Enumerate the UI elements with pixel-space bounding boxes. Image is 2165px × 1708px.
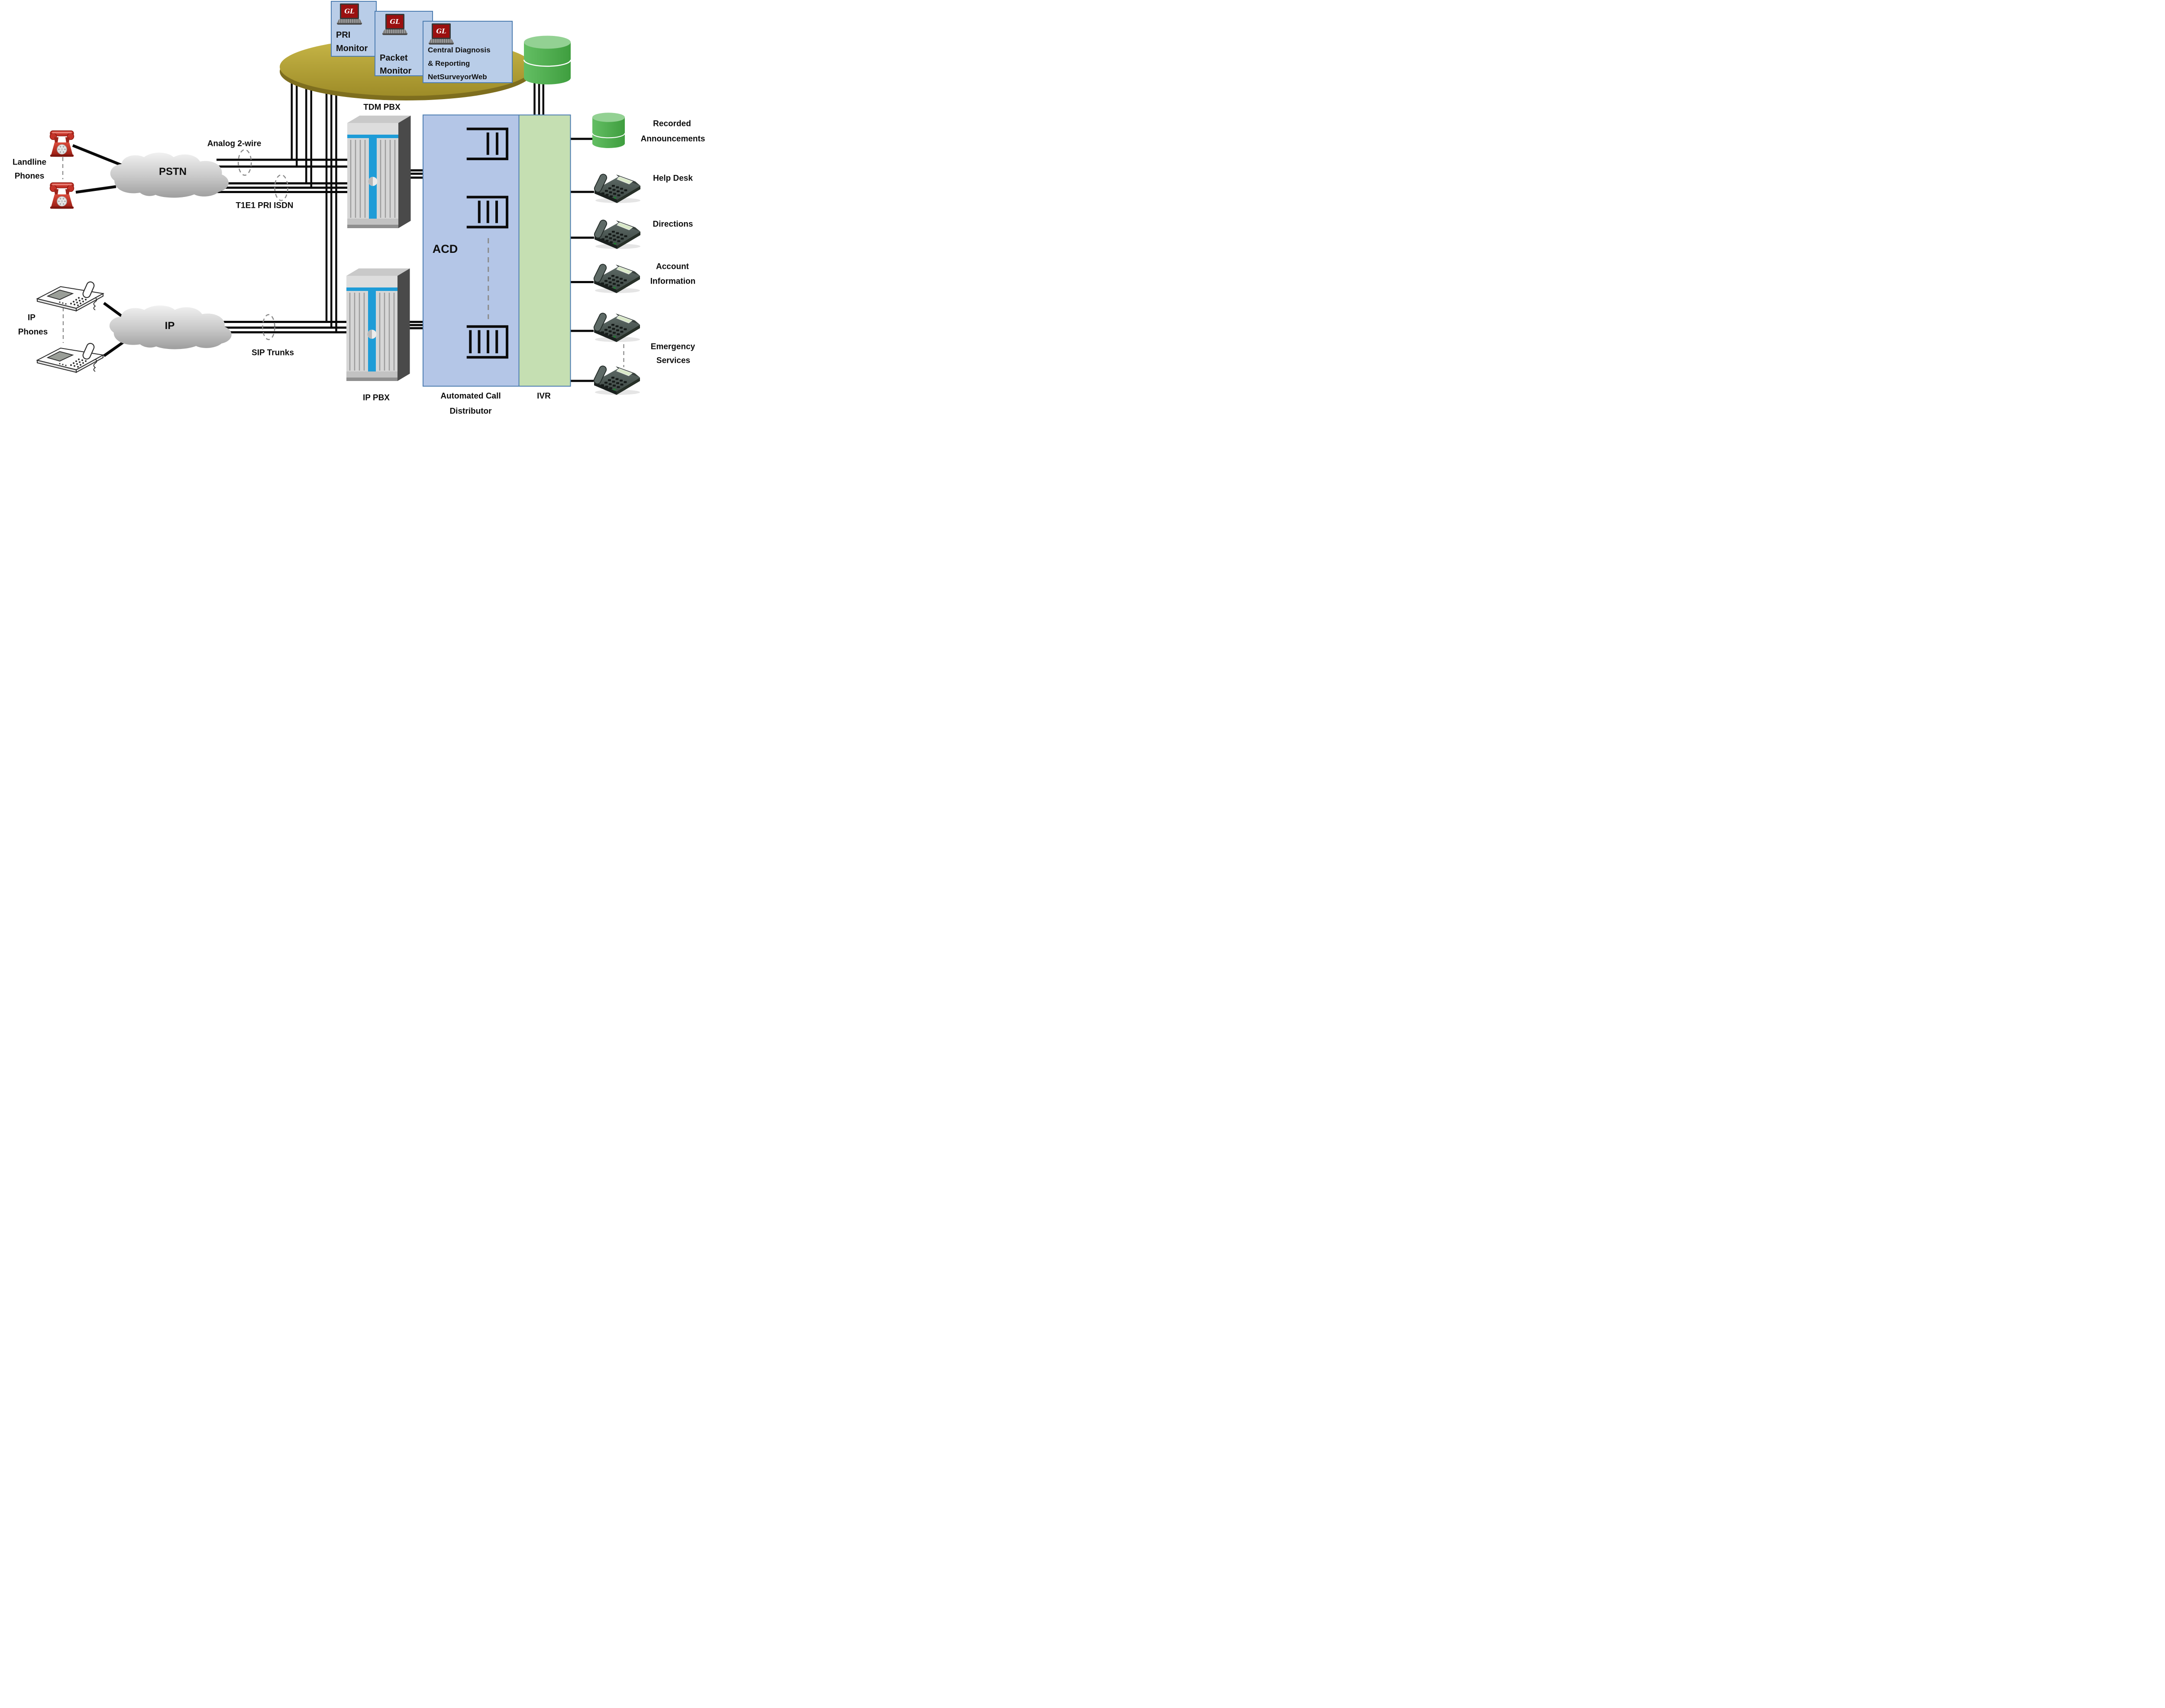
central-database-icon <box>523 36 572 84</box>
gl-laptop-icon: GL <box>429 23 454 45</box>
dashed-connectors <box>62 157 624 367</box>
help-desk-label: Help Desk <box>653 174 693 183</box>
tdm-pbx-label: TDM PBX <box>363 103 401 112</box>
ip-phones-label-line1: IP <box>28 313 36 323</box>
help-desk-phone <box>593 172 641 203</box>
queue-icon-1 <box>466 127 508 160</box>
acd-label: ACD <box>432 242 458 256</box>
directions-label: Directions <box>653 220 693 229</box>
pstn-cloud-label: PSTN <box>158 165 187 178</box>
gl-logo: GL <box>390 18 400 26</box>
landline-phone-2 <box>49 182 74 210</box>
pri-monitor-label-line2: Monitor <box>336 44 368 53</box>
queue-icon-3 <box>466 325 508 359</box>
packet-monitor-label-line1: Packet <box>380 53 408 63</box>
access-wires <box>72 144 129 357</box>
ippbx-to-acd-lines <box>409 321 424 329</box>
tdm-to-acd-lines <box>410 169 424 179</box>
landline-phones-label-line2: Phones <box>14 171 45 181</box>
gl-logo: GL <box>344 7 355 15</box>
central-diagnosis-label-line2: & Reporting <box>428 59 470 68</box>
ivr-box <box>518 114 571 387</box>
landline2-to-pstn <box>75 185 116 194</box>
ip-pbx-tower <box>346 268 410 382</box>
acd-caption-line2: Distributor <box>449 407 492 416</box>
tdm-pbx-tower <box>346 115 411 229</box>
ip-phone-2 <box>36 342 104 373</box>
ip-phone-1 <box>36 280 104 312</box>
account-phone <box>592 262 640 294</box>
sip-trunks-label: SIP Trunks <box>252 348 294 358</box>
gl-laptop-icon: GL <box>382 14 407 35</box>
landline-phone-1 <box>49 130 74 158</box>
central-diagnosis-label-line3: NetSurveyorWeb <box>428 73 487 81</box>
ivr-label: IVR <box>537 391 551 401</box>
landline-phones-label-line1: Landline <box>12 158 47 167</box>
emergency-label-line2: Services <box>656 356 691 365</box>
account-label-line2: Information <box>650 277 696 286</box>
pri-monitor-box: GL PRI Monitor <box>331 1 377 57</box>
acd-caption-line1: Automated Call <box>440 391 501 401</box>
t1e1-pri-isdn-lines <box>215 182 349 193</box>
recorded-announcements-db-icon <box>592 113 625 148</box>
emergency-phone-2 <box>592 364 640 395</box>
emergency-phone-1 <box>592 311 640 342</box>
t1e1-pri-isdn-label: T1E1 PRI ISDN <box>236 201 294 210</box>
gl-logo: GL <box>436 27 446 35</box>
central-diagnosis-box: GL Central Diagnosis & Reporting NetSurv… <box>423 21 513 83</box>
directions-phone <box>593 218 641 249</box>
packet-monitor-label-line2: Monitor <box>380 66 412 76</box>
recorded-announcements-label-line2: Announcements <box>640 134 705 144</box>
analog-2wire-label: Analog 2-wire <box>207 139 262 149</box>
sip-link-marker <box>262 314 275 340</box>
recorded-announcements-label-line1: Recorded <box>653 119 691 129</box>
gl-laptop-icon: GL <box>337 3 362 25</box>
ip-phones-label-line2: Phones <box>18 327 48 337</box>
trunk-wires <box>215 58 594 382</box>
link-marker-ellipses <box>238 149 288 340</box>
diagram-graphics <box>36 36 641 395</box>
ip-pbx-label: IP PBX <box>363 393 390 403</box>
t1e1-link-marker <box>274 174 288 201</box>
emergency-label-line1: Emergency <box>650 342 695 352</box>
analog-link-marker <box>238 149 252 176</box>
analog-2wire-lines <box>216 158 349 168</box>
pri-monitor-label-line1: PRI <box>336 30 351 40</box>
monitor-tap-wires <box>291 82 544 333</box>
queue-icon-2 <box>466 196 508 229</box>
call-center-monitoring-diagram: GL PRI Monitor GL Packet Monitor GL Cent… <box>0 0 723 427</box>
account-label-line1: Account <box>656 262 689 271</box>
central-diagnosis-label-line1: Central Diagnosis <box>428 46 491 54</box>
sip-trunk-lines <box>221 321 348 333</box>
ip-cloud-label: IP <box>165 320 175 332</box>
queue-icons <box>466 127 508 359</box>
landline1-to-pstn <box>72 144 122 167</box>
